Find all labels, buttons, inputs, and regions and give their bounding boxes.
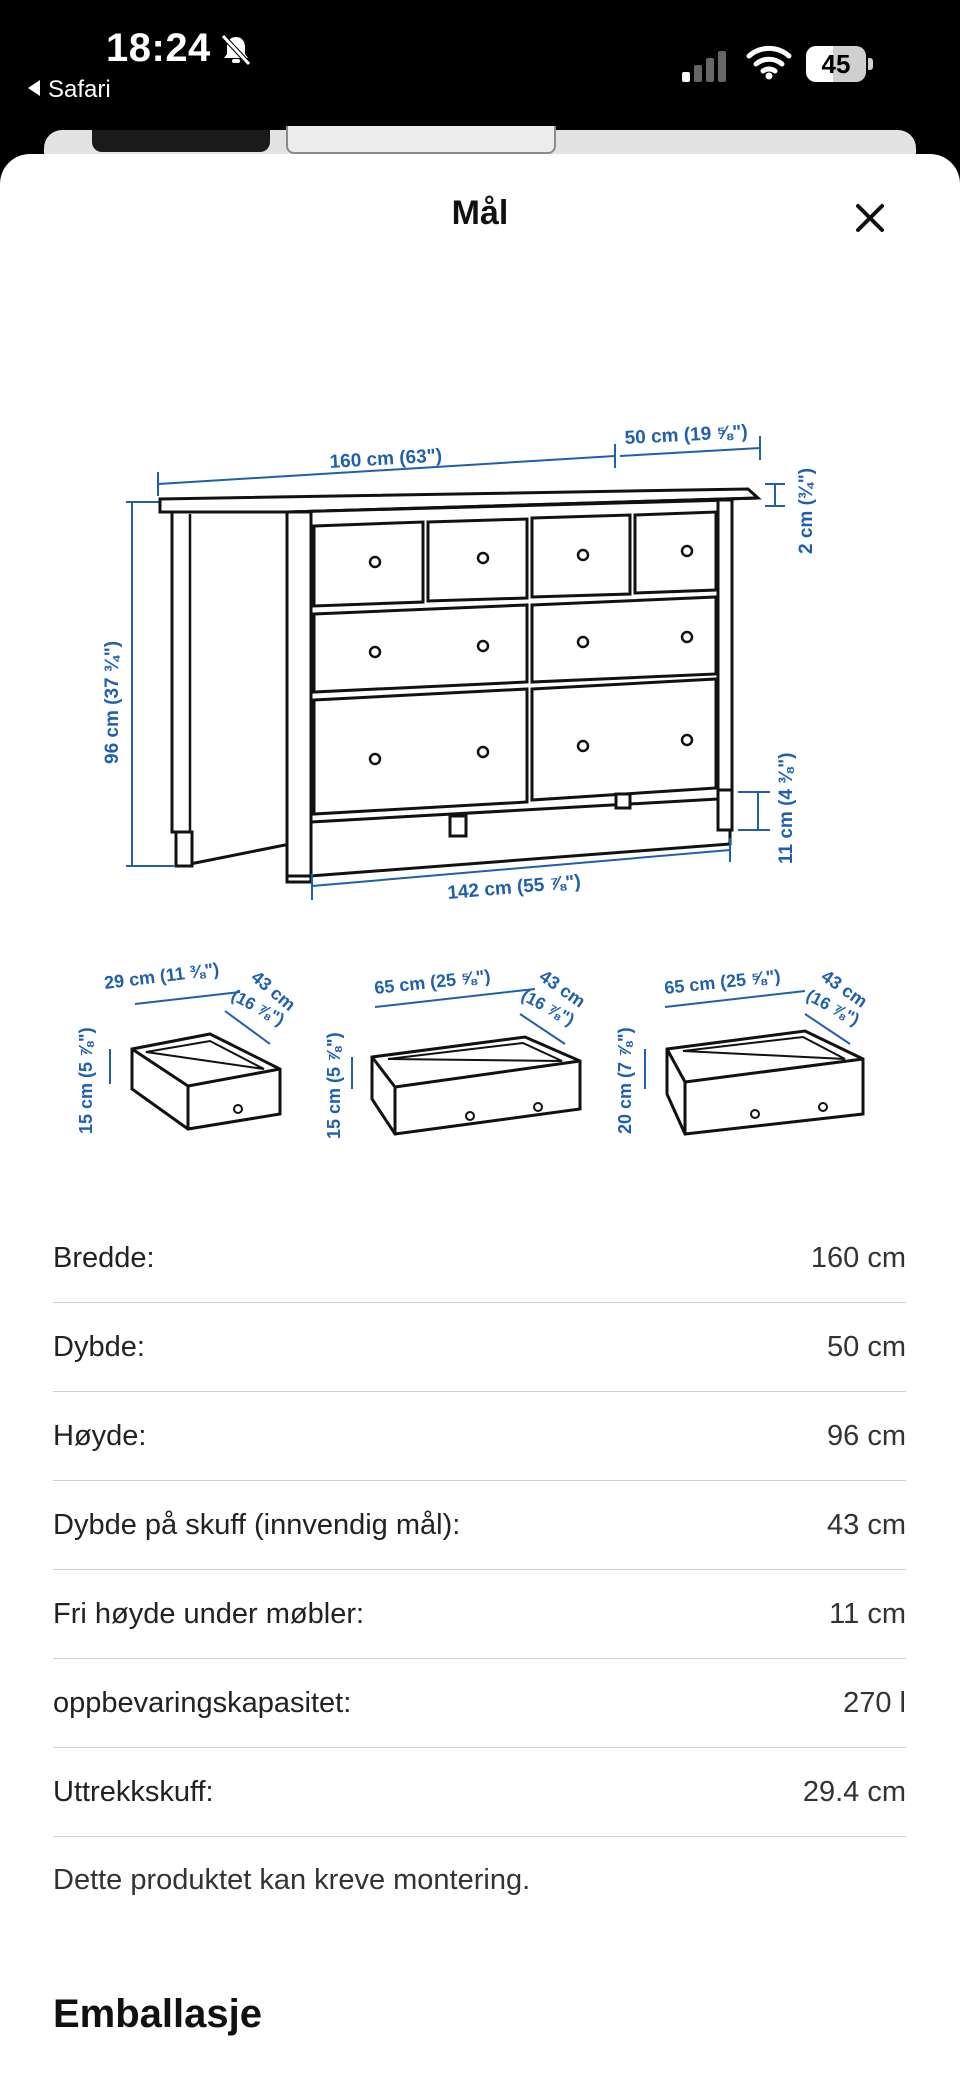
dimension-value: 160 cm bbox=[810, 1241, 906, 1274]
dimension-label: Fri høyde under møbler: bbox=[53, 1597, 365, 1630]
battery-label: 45 bbox=[821, 49, 851, 79]
dimensions-sheet: Mål 160 cm (63") 50 cm (19 ⅝") 2 cm (¾")… bbox=[0, 154, 960, 2081]
dimension-label: Dybde på skuff (innvendig mål): bbox=[53, 1508, 461, 1541]
drawer-1-width: 29 cm (11 ⅜") bbox=[103, 959, 220, 993]
background-tab-dark bbox=[92, 130, 270, 152]
packaging-heading[interactable]: Emballasje bbox=[53, 1992, 263, 2036]
label-inner-width: 142 cm (55 ⅞") bbox=[447, 871, 582, 904]
back-to-safari[interactable]: Safari bbox=[28, 76, 111, 104]
dimension-value: 96 cm bbox=[827, 1419, 906, 1452]
dimension-row: Uttrekkskuff: 29.4 cm bbox=[53, 1748, 906, 1837]
wifi-icon bbox=[746, 45, 792, 80]
dimension-row: Dybde: 50 cm bbox=[53, 1303, 906, 1392]
dimension-value: 29.4 cm bbox=[802, 1775, 906, 1808]
close-button[interactable] bbox=[846, 194, 894, 242]
dimensions-list: Bredde: 160 cm Dybde: 50 cm Høyde: 96 cm… bbox=[53, 1214, 906, 1837]
dimension-row: Bredde: 160 cm bbox=[53, 1214, 906, 1303]
drawer-diagram-2: 65 cm (25 ⅝") 43 cm (16 ⅞") 15 cm (5 ⅞") bbox=[324, 966, 589, 1139]
dimension-value: 50 cm bbox=[827, 1330, 906, 1363]
drawer-2-width: 65 cm (25 ⅝") bbox=[373, 966, 491, 998]
label-width: 160 cm (63") bbox=[329, 445, 443, 473]
dimension-label: Bredde: bbox=[53, 1241, 155, 1274]
drawer-1-height: 15 cm (5 ⅞") bbox=[76, 1027, 96, 1134]
dimension-label: oppbevaringskapasitet: bbox=[53, 1686, 352, 1719]
dresser-diagram: 160 cm (63") 50 cm (19 ⅝") 2 cm (¾") 96 … bbox=[102, 422, 817, 904]
back-arrow-icon bbox=[28, 80, 40, 96]
battery-icon: 45 bbox=[806, 46, 874, 82]
dimension-value: 43 cm bbox=[827, 1508, 906, 1541]
status-time: 18:24 bbox=[106, 26, 211, 70]
battery-fill bbox=[806, 46, 833, 82]
sheet-title: Mål bbox=[451, 194, 509, 232]
dimension-value: 270 l bbox=[843, 1686, 906, 1719]
label-leg-clearance: 11 cm (4 ⅜") bbox=[776, 753, 797, 864]
bell-slash-icon bbox=[221, 34, 251, 66]
drawer-3-width: 65 cm (25 ⅝") bbox=[663, 966, 781, 998]
status-bar: 18:24 Safari 45 bbox=[0, 0, 960, 130]
assembly-note: Dette produktet kan kreve montering. bbox=[53, 1864, 531, 1896]
back-app-label: Safari bbox=[48, 76, 111, 103]
background-tab-outline bbox=[286, 126, 556, 154]
dimension-value: 11 cm bbox=[829, 1597, 906, 1630]
drawer-2-height: 15 cm (5 ⅞") bbox=[324, 1032, 344, 1139]
dimension-row: Fri høyde under møbler: 11 cm bbox=[53, 1570, 906, 1659]
cellular-signal-icon bbox=[682, 51, 726, 82]
label-depth: 50 cm (19 ⅝") bbox=[624, 422, 748, 449]
close-icon bbox=[856, 204, 884, 232]
dimension-row: oppbevaringskapasitet: 270 l bbox=[53, 1659, 906, 1748]
drawer-diagram-1: 29 cm (11 ⅜") 43 cm (16 ⅞") 15 cm (5 ⅞") bbox=[76, 959, 299, 1134]
dimension-label: Høyde: bbox=[53, 1419, 147, 1452]
drawer-3-height: 20 cm (7 ⅞") bbox=[615, 1027, 635, 1134]
dimension-label: Uttrekkskuff: bbox=[53, 1775, 214, 1808]
battery-cap bbox=[868, 58, 873, 70]
label-top-thickness: 2 cm (¾") bbox=[796, 468, 817, 554]
dimension-row: Høyde: 96 cm bbox=[53, 1392, 906, 1481]
drawer-diagram-3: 65 cm (25 ⅝") 43 cm (16 ⅞") 20 cm (7 ⅞") bbox=[615, 966, 871, 1136]
battery-body: 45 bbox=[806, 46, 866, 82]
label-height: 96 cm (37 ¾") bbox=[102, 641, 123, 764]
dimension-label: Dybde: bbox=[53, 1330, 145, 1363]
dimension-row: Dybde på skuff (innvendig mål): 43 cm bbox=[53, 1481, 906, 1570]
